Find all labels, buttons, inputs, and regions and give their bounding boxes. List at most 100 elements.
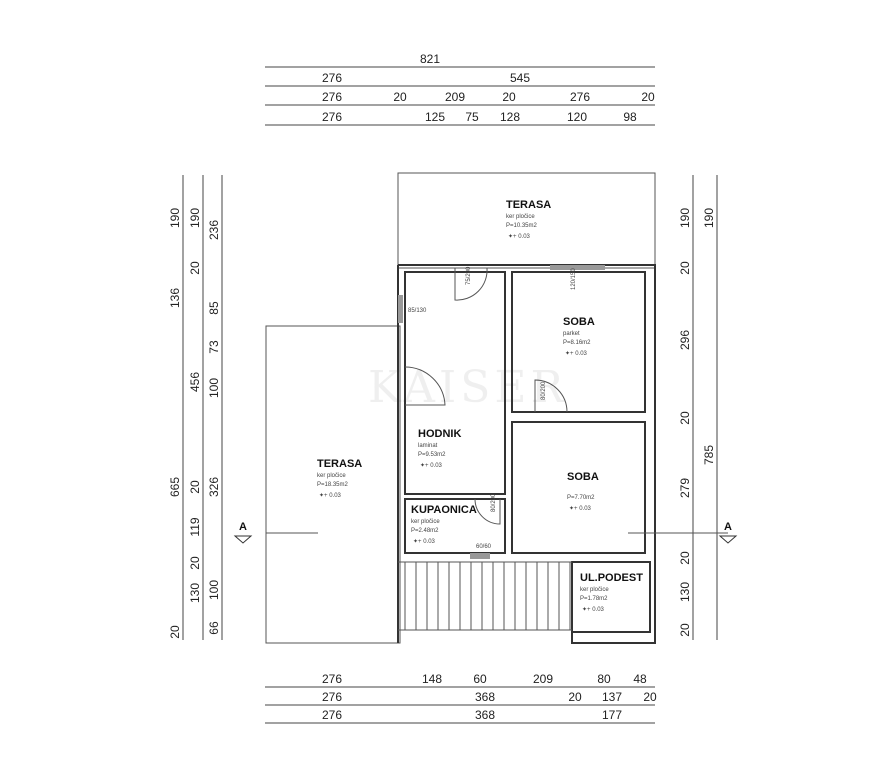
opening-labels: 75/200 85/130 120/150 80/200 80/200 60/60 [408,266,577,550]
room-level: ✦+ 0.03 [565,350,588,357]
opening-size-label: 80/200 [541,381,547,400]
opening-size-label: 80/200 [491,493,497,512]
opening-size-label: 120/150 [571,268,577,290]
left-dimension-value: 20 [188,261,202,275]
room-level: ✦+ 0.03 [569,505,592,512]
door-swing [454,267,488,301]
opening-size-label: 60/60 [476,544,492,550]
left-dimension-value: 20 [188,556,202,570]
window [550,265,605,270]
left-dimension-value: 85 [207,301,221,315]
bottom-dimension-value: 20 [568,690,582,704]
bottom-dimension-value: 148 [422,672,442,686]
bottom-dimension-value: 368 [475,690,495,704]
room-floor: parket [563,331,580,337]
room-area: P=18.35m2 [317,482,349,488]
top-dimension-value: 125 [425,110,445,124]
room-area: P=10.35m2 [506,223,538,229]
room-floor: laminat [418,443,438,449]
door-swing [474,498,501,525]
top-dimension-value: 821 [420,52,440,66]
section-arrow-icon [718,535,738,544]
left-dimension-value: 665 [168,477,182,497]
bottom-dimension-value: 60 [473,672,487,686]
svg-text:A: A [239,521,247,533]
left-dimension-value: 66 [207,621,221,635]
right-dimension-value: 130 [678,582,692,602]
bottom-dimension-value: 276 [322,708,342,722]
door-swing [534,379,568,413]
left-dimension-value: 119 [188,517,202,536]
room-level: ✦+ 0.03 [413,538,436,545]
right-dimension-value: 20 [678,261,692,275]
room-name: UL.PODEST [580,572,643,584]
left-terrace-outline [265,325,401,644]
room-level: ✦+ 0.03 [319,492,342,499]
bottom-dimension-value: 368 [475,708,495,722]
top-dimension-value: 75 [465,110,479,124]
room-name: TERASA [317,458,362,470]
room-floor: ker pločice [411,519,440,525]
svg-text:A: A [724,521,732,533]
room-level: ✦+ 0.03 [420,462,443,469]
bottom-dimension-value: 137 [602,690,622,704]
soba-1-walls [511,271,646,413]
room-floor: ker pločice [506,214,535,220]
left-dimension-value: 326 [207,477,221,497]
room-name: TERASA [506,199,551,211]
room-area: P=7.70m2 [567,495,595,501]
right-dimension-value: 20 [678,623,692,637]
right-dimension-value: 20 [678,551,692,565]
left-dimension-value: 130 [188,583,202,603]
top-dimension-value: 98 [623,110,637,124]
section-marker-left: A [233,521,253,544]
right-dimension-value: 785 [702,445,716,465]
staircase [398,561,572,631]
left-dimension-value: 190 [168,208,182,228]
left-dimension-value: 190 [188,208,202,228]
room-name: HODNIK [418,428,461,440]
podest-walls [571,561,651,633]
room-area: P=9.53m2 [418,452,446,458]
left-dimension-value: 20 [168,625,182,639]
bottom-dimension-value: 20 [643,690,657,704]
bottom-dimension-value: 48 [633,672,647,686]
right-dimension-value: 296 [678,330,692,350]
top-dimension-value: 128 [500,110,520,124]
right-dimension-value: 279 [678,478,692,498]
kupaonica-walls [404,498,506,554]
left-dimension-value: 136 [168,288,182,308]
top-dimension-value: 20 [393,90,407,104]
room-area: P=8.16m2 [563,340,591,346]
opening-size-label: 85/130 [408,308,427,314]
top-dimension-value: 276 [570,90,590,104]
left-dimension-value: 20 [188,480,202,494]
soba-2-walls [511,421,646,554]
opening-size-label: 75/200 [466,266,472,285]
room-name: SOBA [563,316,595,328]
right-dimension-value: 190 [702,208,716,228]
right-dimension-value: 20 [678,411,692,425]
room-level: ✦+ 0.03 [582,606,605,613]
left-dimension-value: 456 [188,372,202,392]
top-dimension-value: 20 [641,90,655,104]
room-level: ✦+ 0.03 [508,233,531,240]
room-name: SOBA [567,471,599,483]
top-dimension-value: 209 [445,90,465,104]
top-dimension-value: 120 [567,110,587,124]
door-swing [404,366,446,406]
bottom-dimension-value: 80 [597,672,611,686]
bottom-dimension-value: 276 [322,690,342,704]
room-area: P=1.78m2 [580,596,608,602]
top-dimension-value: 276 [322,71,342,85]
room-area: P=2.48m2 [411,528,439,534]
left-dimension-value: 73 [207,340,221,354]
